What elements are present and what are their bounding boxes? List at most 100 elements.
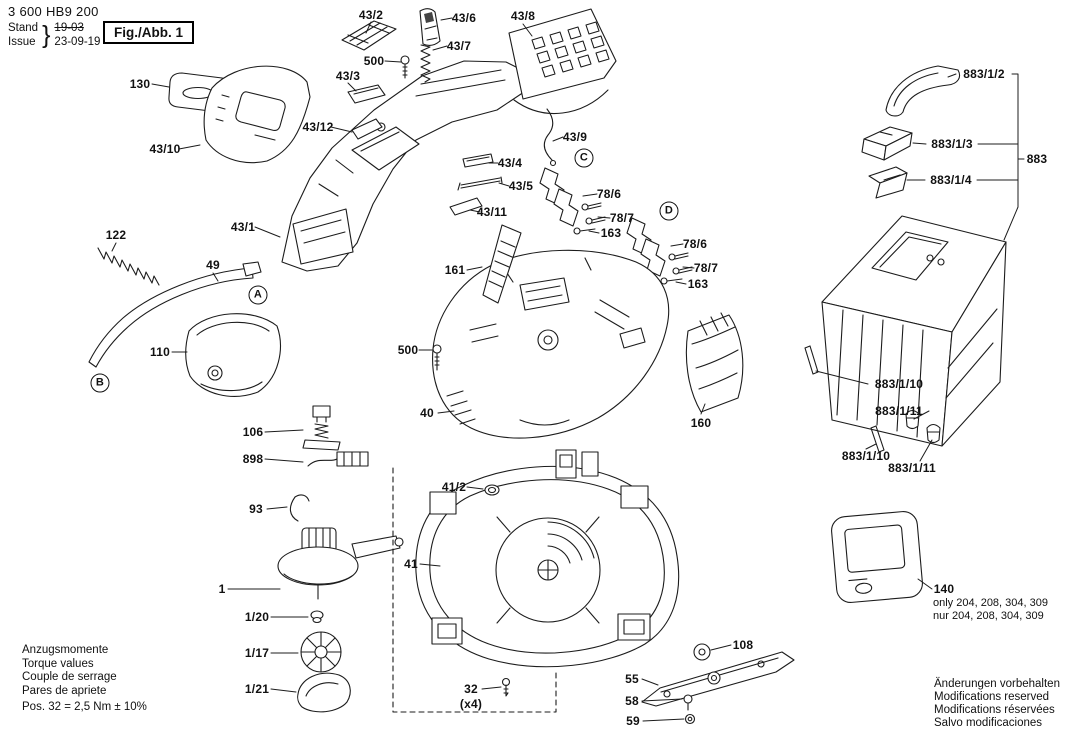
part-cap-883-1-11-b: [926, 423, 941, 444]
part-plate-43-4: [462, 153, 494, 168]
part-callout-40: 40: [420, 406, 434, 420]
part-trigger-161: [482, 224, 522, 304]
torque-note-line-en: Torque values: [22, 657, 94, 670]
part-washer-108: [693, 643, 711, 661]
part-callout-43-3: 43/3: [335, 69, 361, 83]
part-pin-883-1-10-a: [804, 345, 819, 375]
part-brackets-78-D: [626, 217, 693, 285]
part-handle-883-1-2: [885, 65, 961, 117]
part-callout-110: 110: [150, 345, 170, 359]
modifications-note: Änderungen vorbehalten Modifications res…: [934, 678, 1060, 730]
part-switch-106: [302, 405, 341, 451]
part-brackets-78-C: [539, 167, 606, 235]
stand-value: 19-03: [54, 22, 84, 34]
part-callout-78-7: 78/7: [609, 211, 635, 225]
part-callout-59: 59: [626, 714, 640, 728]
part-callout-1: 1: [218, 582, 226, 596]
brace-glyph: }: [42, 20, 51, 49]
part-impeller-1-17: [300, 631, 342, 673]
variant-note-line-de: nur 204, 208, 304, 309: [933, 610, 1044, 622]
section-marker-d: D: [659, 201, 679, 221]
part-callout-43-5: 43/5: [508, 179, 534, 193]
part-screw-32: [501, 677, 511, 697]
part-latch-883-1-3: [861, 126, 913, 161]
part-bracket-883-1-4: [868, 166, 908, 199]
part-cover-43-10: [203, 65, 311, 164]
part-lower-deck-41: [415, 449, 680, 668]
modifications-line-fr: Modifications réservées: [934, 704, 1055, 716]
part-callout-43-6: 43/6: [451, 11, 477, 25]
part-motor-1: [277, 527, 404, 600]
part-callout-883-1-10: 883/1/10: [874, 377, 924, 391]
section-marker-a: A: [248, 285, 268, 305]
part-grommet-41-2: [484, 484, 500, 496]
part-cover-1-21: [297, 672, 351, 713]
part-chute-160: [685, 312, 744, 413]
part-callout-883-1-3: 883/1/3: [931, 137, 973, 151]
part-bolt-58: [683, 694, 693, 711]
part-callout-78-6: 78/6: [596, 187, 622, 201]
part-callout-43-1: 43/1: [230, 220, 256, 234]
part-callout-78-6: 78/6: [682, 237, 708, 251]
part-clip-93: [289, 494, 310, 522]
part-blade-55: [641, 651, 795, 707]
part-callout-78-7: 78/7: [693, 261, 719, 275]
part-callout-883-1-10: 883/1/10: [841, 449, 891, 463]
part-callout-883-1-11: 883/1/11: [875, 404, 923, 418]
part-lever-43-6: [419, 8, 441, 47]
part-callout-883: 883: [1026, 152, 1048, 166]
part-callout-41: 41: [404, 557, 418, 571]
part-callout-500: 500: [363, 54, 385, 68]
part-keypad-43-8: [508, 8, 617, 114]
part-callout-140: 140: [933, 582, 955, 596]
part-callout-43-11: 43/11: [476, 205, 508, 219]
part-pin-883-1-10-b: [870, 425, 885, 453]
part-callout-43-2: 43/2: [358, 8, 384, 22]
part-callout-43-12: 43/12: [302, 120, 334, 134]
variant-note: only 204, 208, 304, 309 nur 204, 208, 30…: [933, 597, 1048, 623]
part-callout-163: 163: [687, 277, 709, 291]
part-bushing-1-20: [310, 610, 324, 624]
part-callout-43-9: 43/9: [562, 130, 588, 144]
issue-label: Issue: [8, 36, 36, 48]
part-connector-898: [307, 451, 369, 467]
section-marker-b: B: [90, 373, 110, 393]
part-callout-1-17: 1/17: [244, 646, 270, 660]
part-callout-43-8: 43/8: [510, 9, 536, 23]
part-callout-122: 122: [105, 228, 127, 242]
part-callout-883-1-4: 883/1/4: [930, 173, 972, 187]
part-callout-106: 106: [242, 425, 264, 439]
part-screw-500-mid: [432, 344, 442, 371]
part-callout-49: 49: [206, 258, 220, 272]
part-callout-32: 32: [464, 682, 478, 696]
part-callout-883-1-2: 883/1/2: [963, 67, 1005, 81]
part-cable-43-9: [543, 108, 557, 167]
part-callout-500: 500: [397, 343, 419, 357]
document-number: 3 600 HB9 200: [8, 4, 99, 19]
torque-note-line-de: Anzugsmomente: [22, 644, 109, 656]
part-callout-1-21: 1/21: [244, 682, 270, 696]
part-callout-161: 161: [444, 263, 466, 277]
modifications-line-es: Salvo modificaciones: [934, 717, 1043, 729]
variant-note-line-en: only 204, 208, 304, 309: [933, 597, 1048, 609]
part-callout-41-2: 41/2: [441, 480, 467, 494]
stand-issue-block: Stand Issue } 19-03 23-09-19: [8, 22, 100, 48]
part-callout-108: 108: [732, 638, 754, 652]
part-callout-883-1-11: 883/1/11: [888, 461, 936, 475]
part-handlebar-49: [88, 261, 262, 368]
issue-value: 23-09-19: [54, 36, 101, 48]
part-screw-500-top: [400, 55, 410, 79]
part-flat-43-3: [347, 84, 386, 104]
part-callout-43-7: 43/7: [446, 39, 472, 53]
stand-label: Stand: [8, 22, 39, 34]
part-callout-1-20: 1/20: [244, 610, 270, 624]
part-callout-93: 93: [249, 502, 263, 516]
modifications-line-de: Änderungen vorbehalten: [934, 678, 1060, 690]
part-callout-163: 163: [600, 226, 622, 240]
part-panel-140: [831, 511, 923, 603]
part-callout-130: 130: [129, 77, 151, 91]
leader-lines: [111, 17, 1025, 722]
